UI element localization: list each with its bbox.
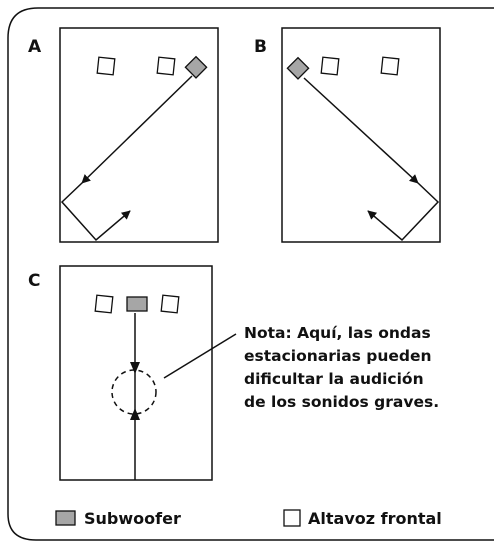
wave-path-b-2 <box>367 182 440 242</box>
outer-frame <box>7 7 494 541</box>
front-speaker-a-left <box>96 56 116 76</box>
legend-front-speaker-swatch <box>283 509 301 527</box>
front-speaker-b-right <box>380 56 400 76</box>
note-line-3: dificultar la audición <box>244 370 424 388</box>
wave-arrow-down-c <box>130 362 140 374</box>
wave-path-a-1 <box>81 75 193 184</box>
note-line-2: estacionarias pueden <box>244 347 432 365</box>
note-text: Nota: Aquí, las ondas estacionarias pued… <box>244 324 439 411</box>
standing-wave-zone <box>111 369 157 415</box>
subwoofer-a <box>184 55 208 79</box>
front-speaker-a-right <box>156 56 176 76</box>
room-c <box>59 265 213 481</box>
wave-path-b-1 <box>303 77 419 184</box>
room-a <box>59 27 219 243</box>
note-line-1: Nota: Aquí, las ondas <box>244 324 431 342</box>
note-pointer-line <box>163 333 237 379</box>
front-speaker-c-right <box>160 294 180 314</box>
panel-a-label: A <box>28 37 42 57</box>
room-b <box>281 27 441 243</box>
note-line-4: de los sonidos graves. <box>244 393 439 411</box>
panel-b-label: B <box>254 37 267 57</box>
legend-subwoofer-swatch <box>55 510 76 526</box>
subwoofer-c <box>126 296 148 312</box>
panel-c-label: C <box>28 271 40 291</box>
wave-path-a-2 <box>60 182 131 242</box>
legend-front-speaker-label: Altavoz frontal <box>308 509 442 528</box>
legend-subwoofer-label: Subwoofer <box>84 509 181 528</box>
subwoofer-b <box>286 56 310 80</box>
front-speaker-c-left <box>94 294 114 314</box>
front-speaker-b-left <box>320 56 340 76</box>
wave-arrow-up-c <box>130 408 140 420</box>
